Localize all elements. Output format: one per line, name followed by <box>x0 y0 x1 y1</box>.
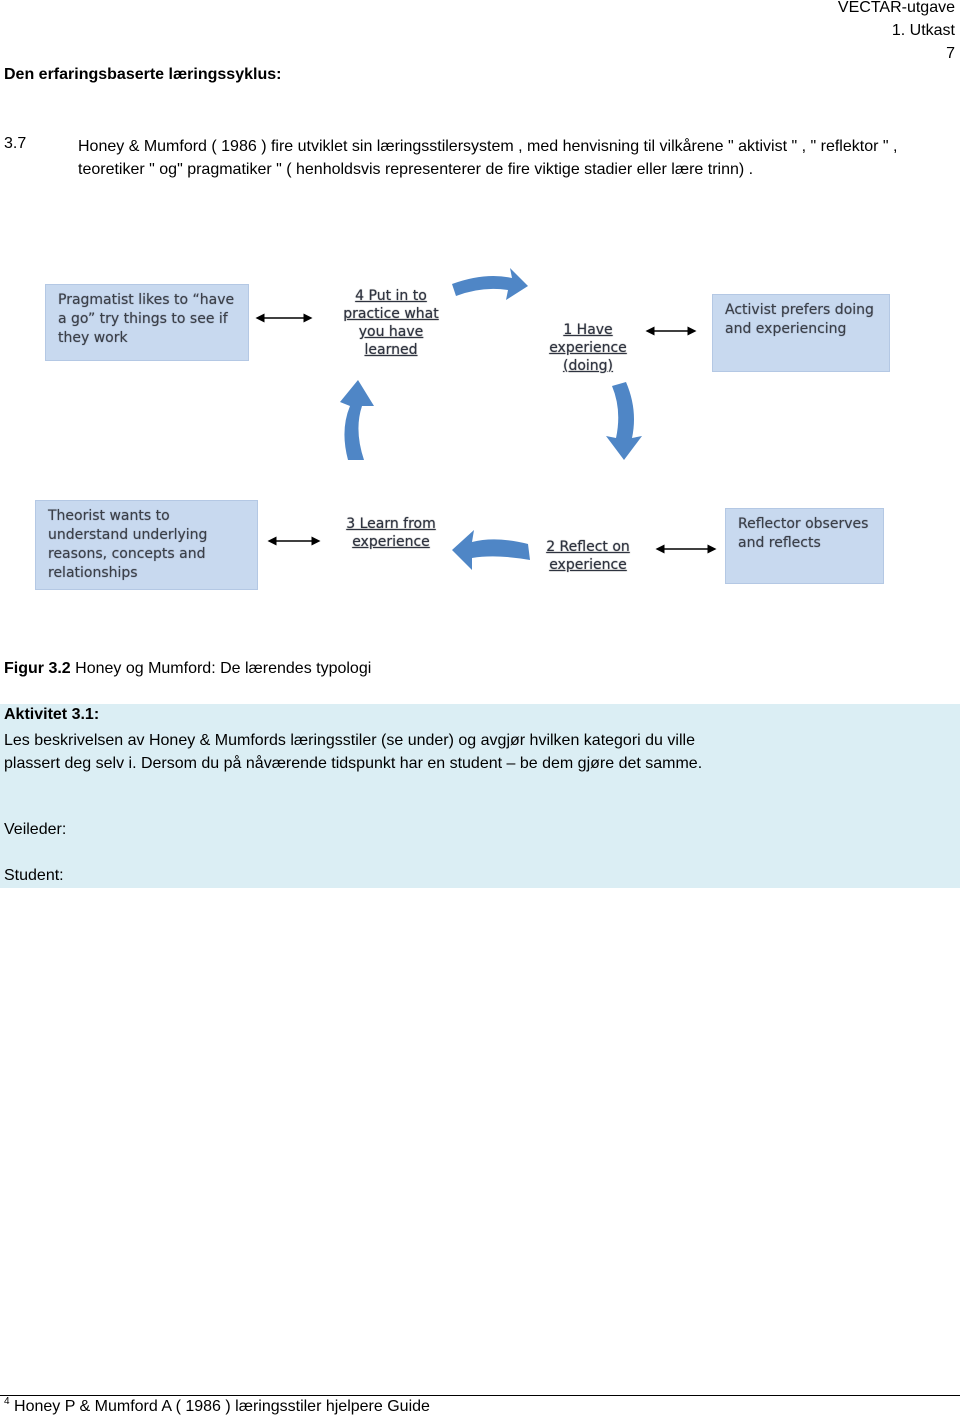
activist-box: Activist prefers doing and experiencing <box>712 294 890 372</box>
paragraph-number: 3.7 <box>4 135 27 152</box>
paragraph-text: Honey & Mumford ( 1986 ) fire utviklet s… <box>78 138 898 178</box>
stage-3-label: 3 Learn from experience <box>346 516 436 550</box>
activity-instructions: Les beskrivelsen av Honey & Mumfords lær… <box>4 732 703 772</box>
page-number: 7 <box>946 45 955 62</box>
cycle-arrow-top <box>452 268 528 300</box>
cycle-arrow-bottom <box>452 530 530 570</box>
figure-caption: Figur 3.2 Honey og Mumford: De lærendes … <box>4 660 371 678</box>
stage-1-label: 1 Have experience (doing) <box>549 322 627 374</box>
activity-panel <box>0 704 960 888</box>
footnote-divider <box>0 1395 960 1396</box>
activity-title: Aktivitet 3.1: <box>4 706 100 723</box>
document-name: VECTAR-utgave <box>837 0 955 16</box>
running-header: VECTAR-utgave 1. Utkast 7 <box>838 0 955 65</box>
figure-caption-text: Honey og Mumford: De lærendes typologi <box>70 660 372 677</box>
cycle-arrow-left <box>340 380 374 460</box>
section-title: Den erfaringsbaserte læringssyklus: <box>4 66 282 83</box>
footnote: 4 Honey P & Mumford A ( 1986 ) læringsst… <box>4 1396 430 1416</box>
cycle-arrows-svg <box>255 268 717 570</box>
stage-2-label: 2 Reflect on experience <box>546 539 630 573</box>
footnote-marker: 4 <box>4 1396 10 1407</box>
draft-label: 1. Utkast <box>891 22 955 39</box>
theorist-box: Theorist wants to understand underlying … <box>35 500 258 590</box>
supervisor-field-label: Veileder: <box>4 821 67 838</box>
student-field-label: Student: <box>4 867 64 884</box>
footnote-text: Honey P & Mumford A ( 1986 ) læringsstil… <box>9 1398 430 1415</box>
pragmatist-box: Pragmatist likes to “have a go” try thin… <box>45 284 249 361</box>
figure-label: Figur 3.2 <box>4 660 71 677</box>
cycle-arrow-right <box>606 382 642 460</box>
stage-4-label: 4 Put in to practice what you have learn… <box>343 288 439 358</box>
reflector-box: Reflector observes and reflects <box>725 508 884 584</box>
learning-cycle-diagram: Pragmatist likes to “have a go” try thin… <box>0 260 960 600</box>
